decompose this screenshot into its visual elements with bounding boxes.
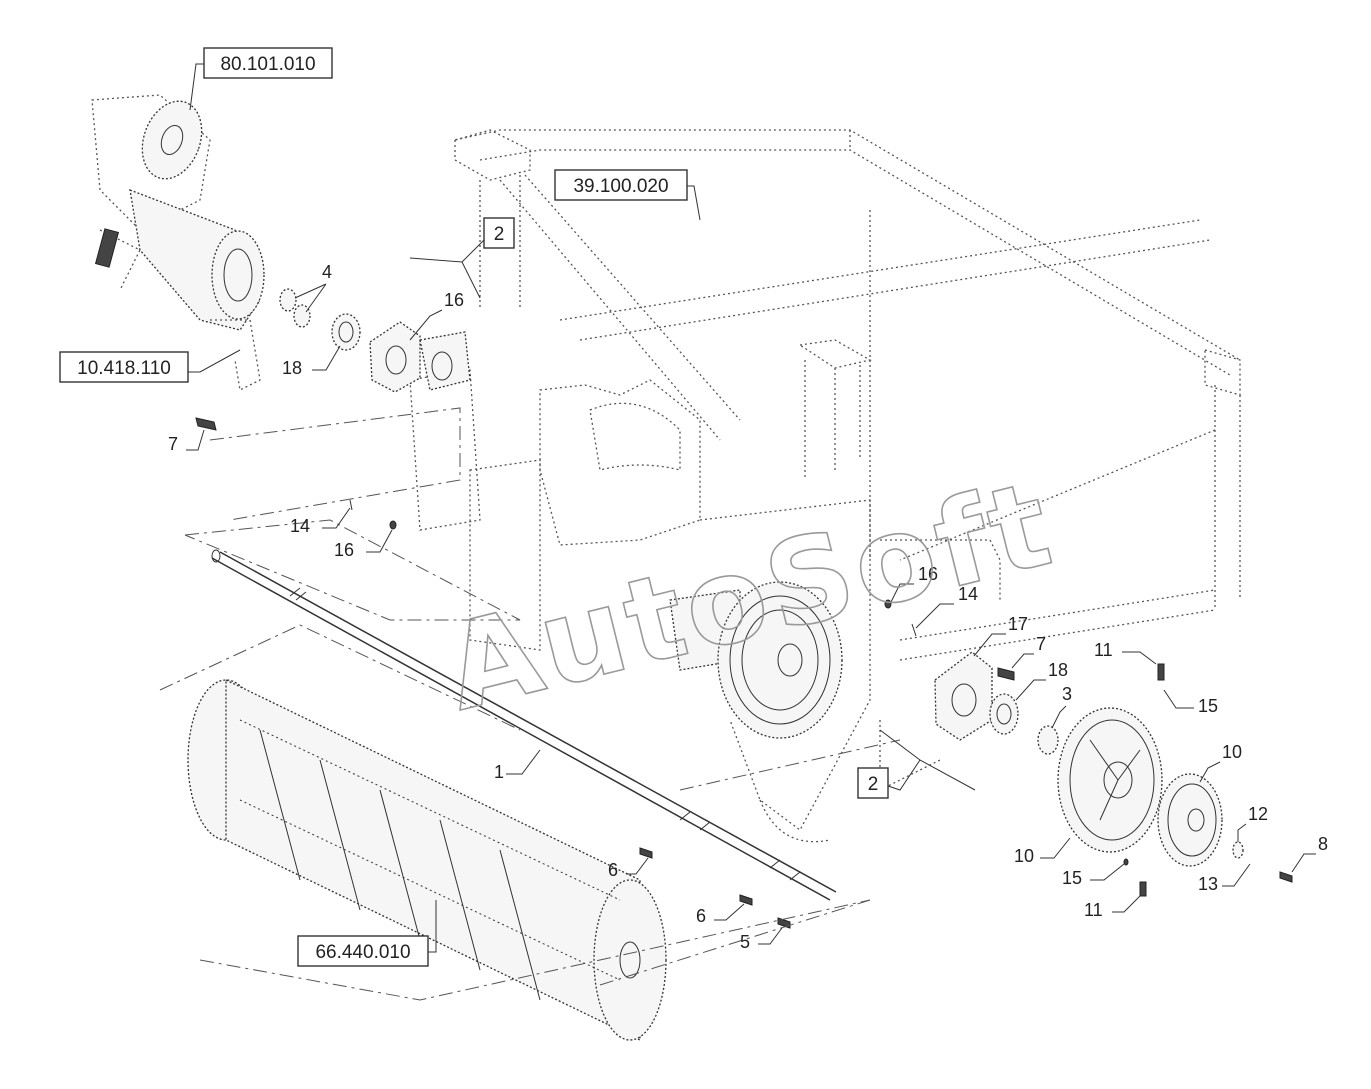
callout-11-bottom: 11 [1084,900,1103,920]
left-bearing-group [195,288,471,530]
callout-4: 4 [322,262,332,282]
callout-7-right: 7 [1036,634,1046,654]
callout-12: 12 [1248,804,1268,824]
callout-15-bottom: 15 [1062,868,1082,888]
callout-17-left: 16 [444,290,464,310]
callout-14-right: 14 [958,584,978,604]
callout-18-right: 18 [1048,660,1068,680]
callout-13: 13 [1198,874,1218,894]
chassis-frame [409,129,1241,843]
callout-18-left: 18 [282,358,302,378]
callout-14-left: 14 [290,516,310,536]
callout-10: 10 [1014,846,1034,866]
main-shaft [211,549,837,929]
ref-2-upper: 2 [494,224,505,245]
ref-39-100-020: 39.100.020 [573,176,668,197]
upper-drive-assembly [91,94,265,391]
right-drive-group [669,581,1293,897]
phantom-lines [159,407,901,1001]
rotor-drum [187,678,667,1042]
callout-7-left: 7 [168,434,178,454]
callout-3: 3 [1062,684,1072,704]
callout-11-top: 11 [1094,640,1113,660]
callout-8: 8 [1318,834,1328,854]
callout-6b: 6 [696,906,706,926]
ref-80-101-010: 80.101.010 [220,54,315,75]
reference-boxes: 80.101.010 39.100.020 10.418.110 66.440.… [59,47,976,967]
callout-5: 5 [740,932,750,952]
callout-1: 1 [494,762,504,782]
callout-16-left: 16 [334,540,354,560]
callout-6a: 6 [608,860,618,880]
callout-16-right: 16 [918,564,938,584]
ref-66-440-010: 66.440.010 [315,942,410,963]
ref-10-418-110: 10.418.110 [77,358,171,379]
callout-9: 10 [1222,742,1242,762]
callout-17-right: 17 [1008,614,1028,634]
callout-15-top: 15 [1198,696,1218,716]
callouts: 4 16 18 7 14 16 1 6 6 5 16 14 17 [168,262,1328,952]
ref-2-lower: 2 [868,774,879,795]
